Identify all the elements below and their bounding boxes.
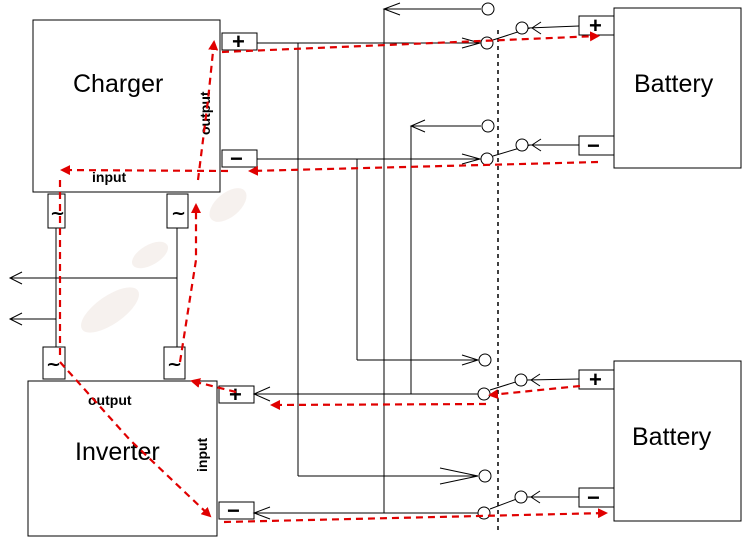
svg-text:~: ~ bbox=[167, 354, 182, 375]
charger-output-label: output bbox=[197, 91, 213, 135]
battery-top-label: Battery bbox=[634, 70, 714, 98]
battery-bottom: Battery bbox=[613, 360, 742, 522]
charger-positive-terminal: + bbox=[221, 29, 258, 54]
battery-top-positive-terminal: + bbox=[578, 13, 615, 38]
svg-text:−: − bbox=[230, 146, 243, 171]
battery-bottom-negative-terminal: − bbox=[578, 485, 615, 510]
charger-negative-terminal: − bbox=[221, 146, 258, 171]
battery-top-negative-terminal: − bbox=[578, 133, 615, 158]
charger-unit: Charger input output bbox=[32, 19, 221, 193]
battery-top: Battery bbox=[613, 7, 742, 169]
svg-text:−: − bbox=[587, 485, 600, 510]
battery-bottom-label: Battery bbox=[632, 423, 712, 451]
inverter-input-label: input bbox=[194, 437, 210, 472]
inverter-output-label: output bbox=[88, 392, 132, 408]
inverter-label: Inverter bbox=[75, 438, 160, 466]
current-flow-paths bbox=[58, 31, 608, 524]
charger-input-label: input bbox=[92, 169, 127, 185]
battery-bottom-positive-terminal: + bbox=[578, 367, 615, 392]
svg-text:+: + bbox=[229, 382, 242, 407]
svg-text:+: + bbox=[232, 29, 245, 54]
svg-text:−: − bbox=[587, 133, 600, 158]
inverter-unit: Inverter output input bbox=[27, 380, 218, 537]
svg-text:~: ~ bbox=[46, 354, 61, 375]
svg-text:~: ~ bbox=[171, 203, 186, 224]
black-wiring bbox=[8, 2, 580, 530]
svg-text:−: − bbox=[227, 498, 240, 523]
inverter-ac-terminal-right: ~ bbox=[163, 346, 186, 380]
svg-text:+: + bbox=[589, 13, 602, 38]
charger-ac-terminal-right: ~ bbox=[166, 193, 189, 229]
smudge-marks bbox=[81, 188, 247, 333]
svg-text:+: + bbox=[589, 367, 602, 392]
inverter-positive-terminal: + bbox=[218, 382, 255, 407]
svg-text:~: ~ bbox=[50, 203, 65, 224]
charger-label: Charger bbox=[73, 70, 163, 98]
inverter-negative-terminal: − bbox=[218, 498, 255, 523]
charger-ac-terminal-left: ~ bbox=[47, 193, 66, 229]
